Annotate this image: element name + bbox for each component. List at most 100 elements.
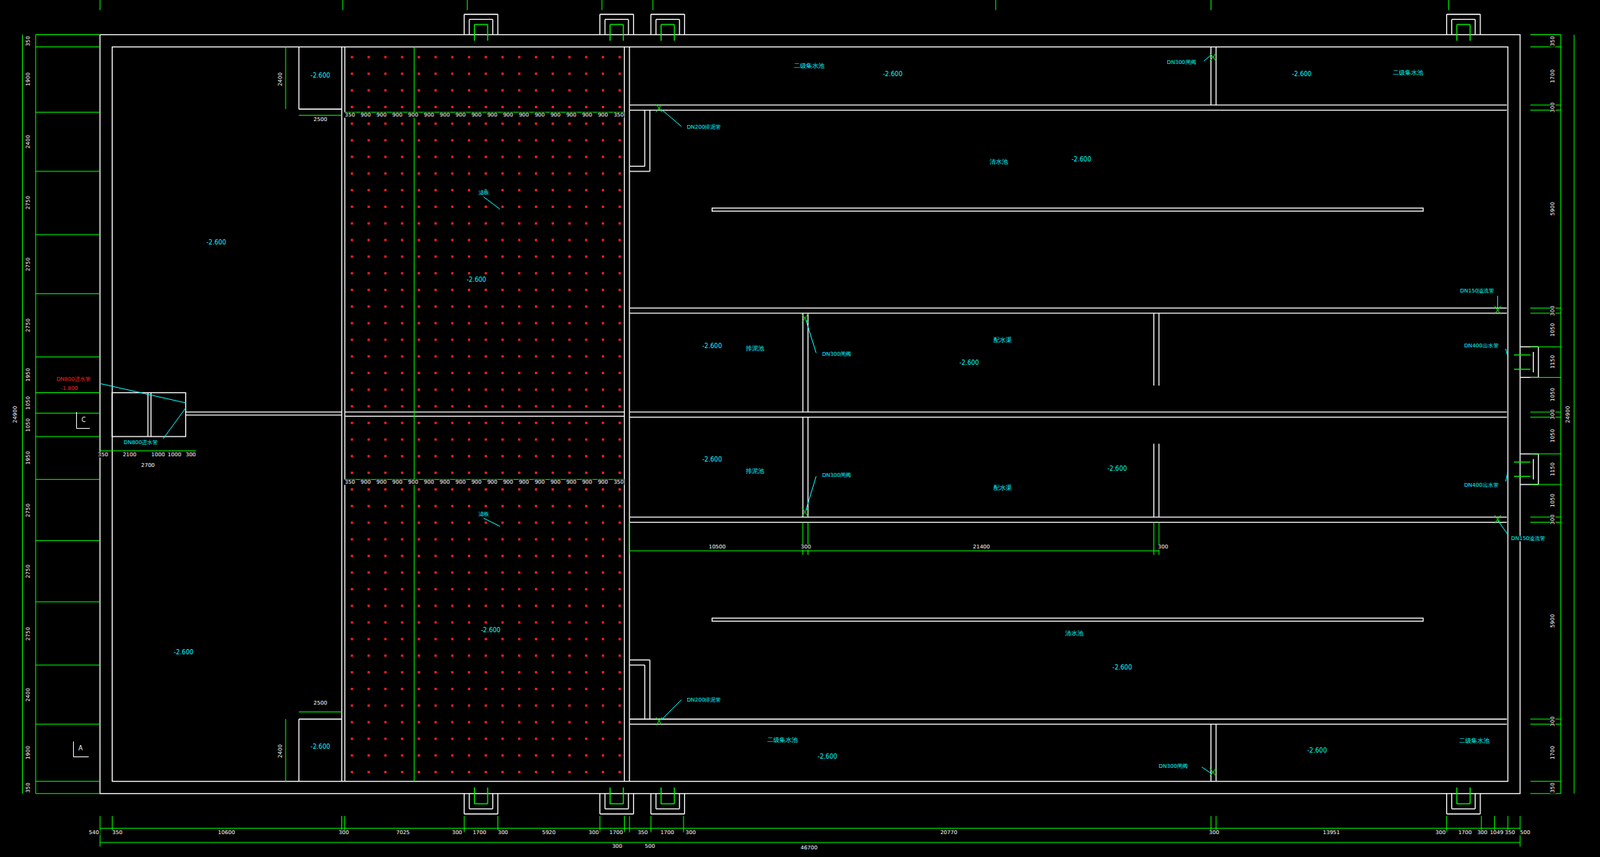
nozzle-dot bbox=[601, 688, 605, 691]
nozzle-dot bbox=[467, 771, 471, 774]
niche bbox=[1532, 459, 1534, 480]
dimension-text: 300 bbox=[451, 829, 463, 836]
nozzle-dot bbox=[350, 89, 353, 92]
nozzle-dot bbox=[601, 704, 605, 708]
room-area: 二级集水池-2.600 bbox=[629, 724, 1211, 782]
nozzle-dot bbox=[568, 122, 571, 125]
nozzle-dot bbox=[384, 505, 387, 508]
nozzle-dot bbox=[534, 322, 538, 325]
nozzle-dot bbox=[551, 272, 554, 275]
dimension-tick bbox=[35, 233, 100, 235]
room-area: 配水渠-2.600 bbox=[807, 313, 1507, 413]
nozzle-dot bbox=[518, 239, 521, 242]
nozzle-dot bbox=[518, 339, 521, 342]
nozzle-dot bbox=[618, 388, 621, 391]
elevation-mark: -2.600 bbox=[1111, 665, 1133, 672]
dimension-text: 1900 bbox=[25, 72, 32, 88]
nozzle-dot bbox=[568, 355, 571, 358]
niche bbox=[633, 793, 634, 815]
nozzle-dot bbox=[417, 205, 420, 208]
section-mark bbox=[76, 412, 77, 429]
nozzle-dot bbox=[568, 554, 571, 557]
dimension-line bbox=[298, 115, 342, 116]
niche bbox=[1469, 787, 1471, 804]
nozzle-dot bbox=[384, 239, 387, 242]
nozzle-dot bbox=[484, 671, 487, 674]
niche bbox=[609, 24, 611, 41]
room-name: 配水渠 bbox=[992, 337, 1013, 344]
room-area: 二级集水池-2.600 bbox=[629, 47, 1211, 106]
nozzle-dot bbox=[601, 405, 605, 408]
nozzle-dot bbox=[518, 505, 521, 508]
nozzle-dot bbox=[417, 521, 420, 525]
nozzle-dot bbox=[551, 438, 554, 441]
nozzle-dot bbox=[551, 139, 554, 142]
dimension-line bbox=[22, 35, 23, 794]
nozzle-dot bbox=[585, 72, 588, 75]
nozzle-dot bbox=[551, 671, 554, 674]
elevation-mark: -2.600 bbox=[816, 754, 839, 761]
nozzle-dot bbox=[451, 405, 454, 408]
nozzle-dot bbox=[601, 454, 605, 458]
dimension-tick bbox=[35, 665, 100, 666]
nozzle-dot bbox=[534, 688, 538, 691]
dimension-text: 350 bbox=[25, 781, 32, 794]
nozzle-dot bbox=[350, 604, 353, 608]
nozzle-dot bbox=[367, 89, 370, 92]
nozzle-dot bbox=[417, 371, 420, 375]
nozzle-dot bbox=[568, 571, 571, 574]
nozzle-dot bbox=[467, 288, 471, 292]
nozzle-dot bbox=[417, 554, 420, 557]
dimension-tick bbox=[1530, 521, 1562, 523]
dimension-text: 350 bbox=[111, 829, 123, 836]
nozzle-dot bbox=[551, 571, 554, 574]
nozzle-dot bbox=[384, 671, 387, 674]
nozzle-dot bbox=[551, 721, 554, 724]
baffle-wall bbox=[1153, 443, 1155, 517]
dimension-text: 1700 bbox=[1457, 829, 1473, 836]
niche bbox=[660, 24, 662, 41]
niche bbox=[678, 793, 680, 810]
nozzle-dot bbox=[551, 521, 554, 525]
nozzle-dot bbox=[501, 721, 504, 724]
valve-symbol bbox=[801, 313, 808, 323]
partition-wall bbox=[1215, 47, 1216, 106]
niche bbox=[464, 793, 465, 815]
leader-line bbox=[1505, 348, 1508, 358]
elevation-mark: -2.600 bbox=[310, 73, 332, 80]
nozzle-dot bbox=[585, 671, 588, 674]
nozzle-dot bbox=[434, 172, 437, 175]
nozzle-dot bbox=[417, 405, 420, 408]
leader-line bbox=[1497, 520, 1508, 535]
nozzle-dot bbox=[601, 505, 605, 508]
nozzle-dot bbox=[417, 471, 420, 474]
nozzle-dot bbox=[585, 239, 588, 242]
nozzle-dot bbox=[367, 139, 370, 142]
nozzle-dot bbox=[585, 222, 588, 225]
nozzle-dot bbox=[501, 654, 504, 657]
nozzle-dot bbox=[434, 721, 437, 724]
nozzle-dot bbox=[551, 621, 554, 624]
nozzle-dot bbox=[585, 688, 588, 691]
nozzle-dot bbox=[618, 422, 621, 425]
nozzle-dot bbox=[501, 222, 504, 225]
nozzle-dot bbox=[501, 488, 504, 491]
nozzle-dot bbox=[384, 588, 387, 591]
nozzle-dot bbox=[551, 454, 554, 458]
elevation-mark: -2.600 bbox=[480, 627, 502, 634]
valve-symbol bbox=[656, 716, 663, 726]
nozzle-dot bbox=[568, 438, 571, 441]
dimension-line bbox=[1574, 35, 1575, 794]
nozzle-dot bbox=[534, 255, 538, 258]
niche bbox=[1451, 19, 1476, 20]
nozzle-dot bbox=[434, 89, 437, 92]
dimension-tick bbox=[995, 0, 996, 10]
nozzle-dot bbox=[551, 505, 554, 508]
nozzle-dot bbox=[601, 72, 605, 75]
nozzle-dot bbox=[467, 72, 471, 75]
nozzle-dot bbox=[568, 305, 571, 308]
nozzle-dot bbox=[434, 737, 437, 740]
nozzle-dot bbox=[417, 172, 420, 175]
nozzle-dot bbox=[601, 571, 605, 574]
nozzle-dot bbox=[451, 537, 454, 541]
